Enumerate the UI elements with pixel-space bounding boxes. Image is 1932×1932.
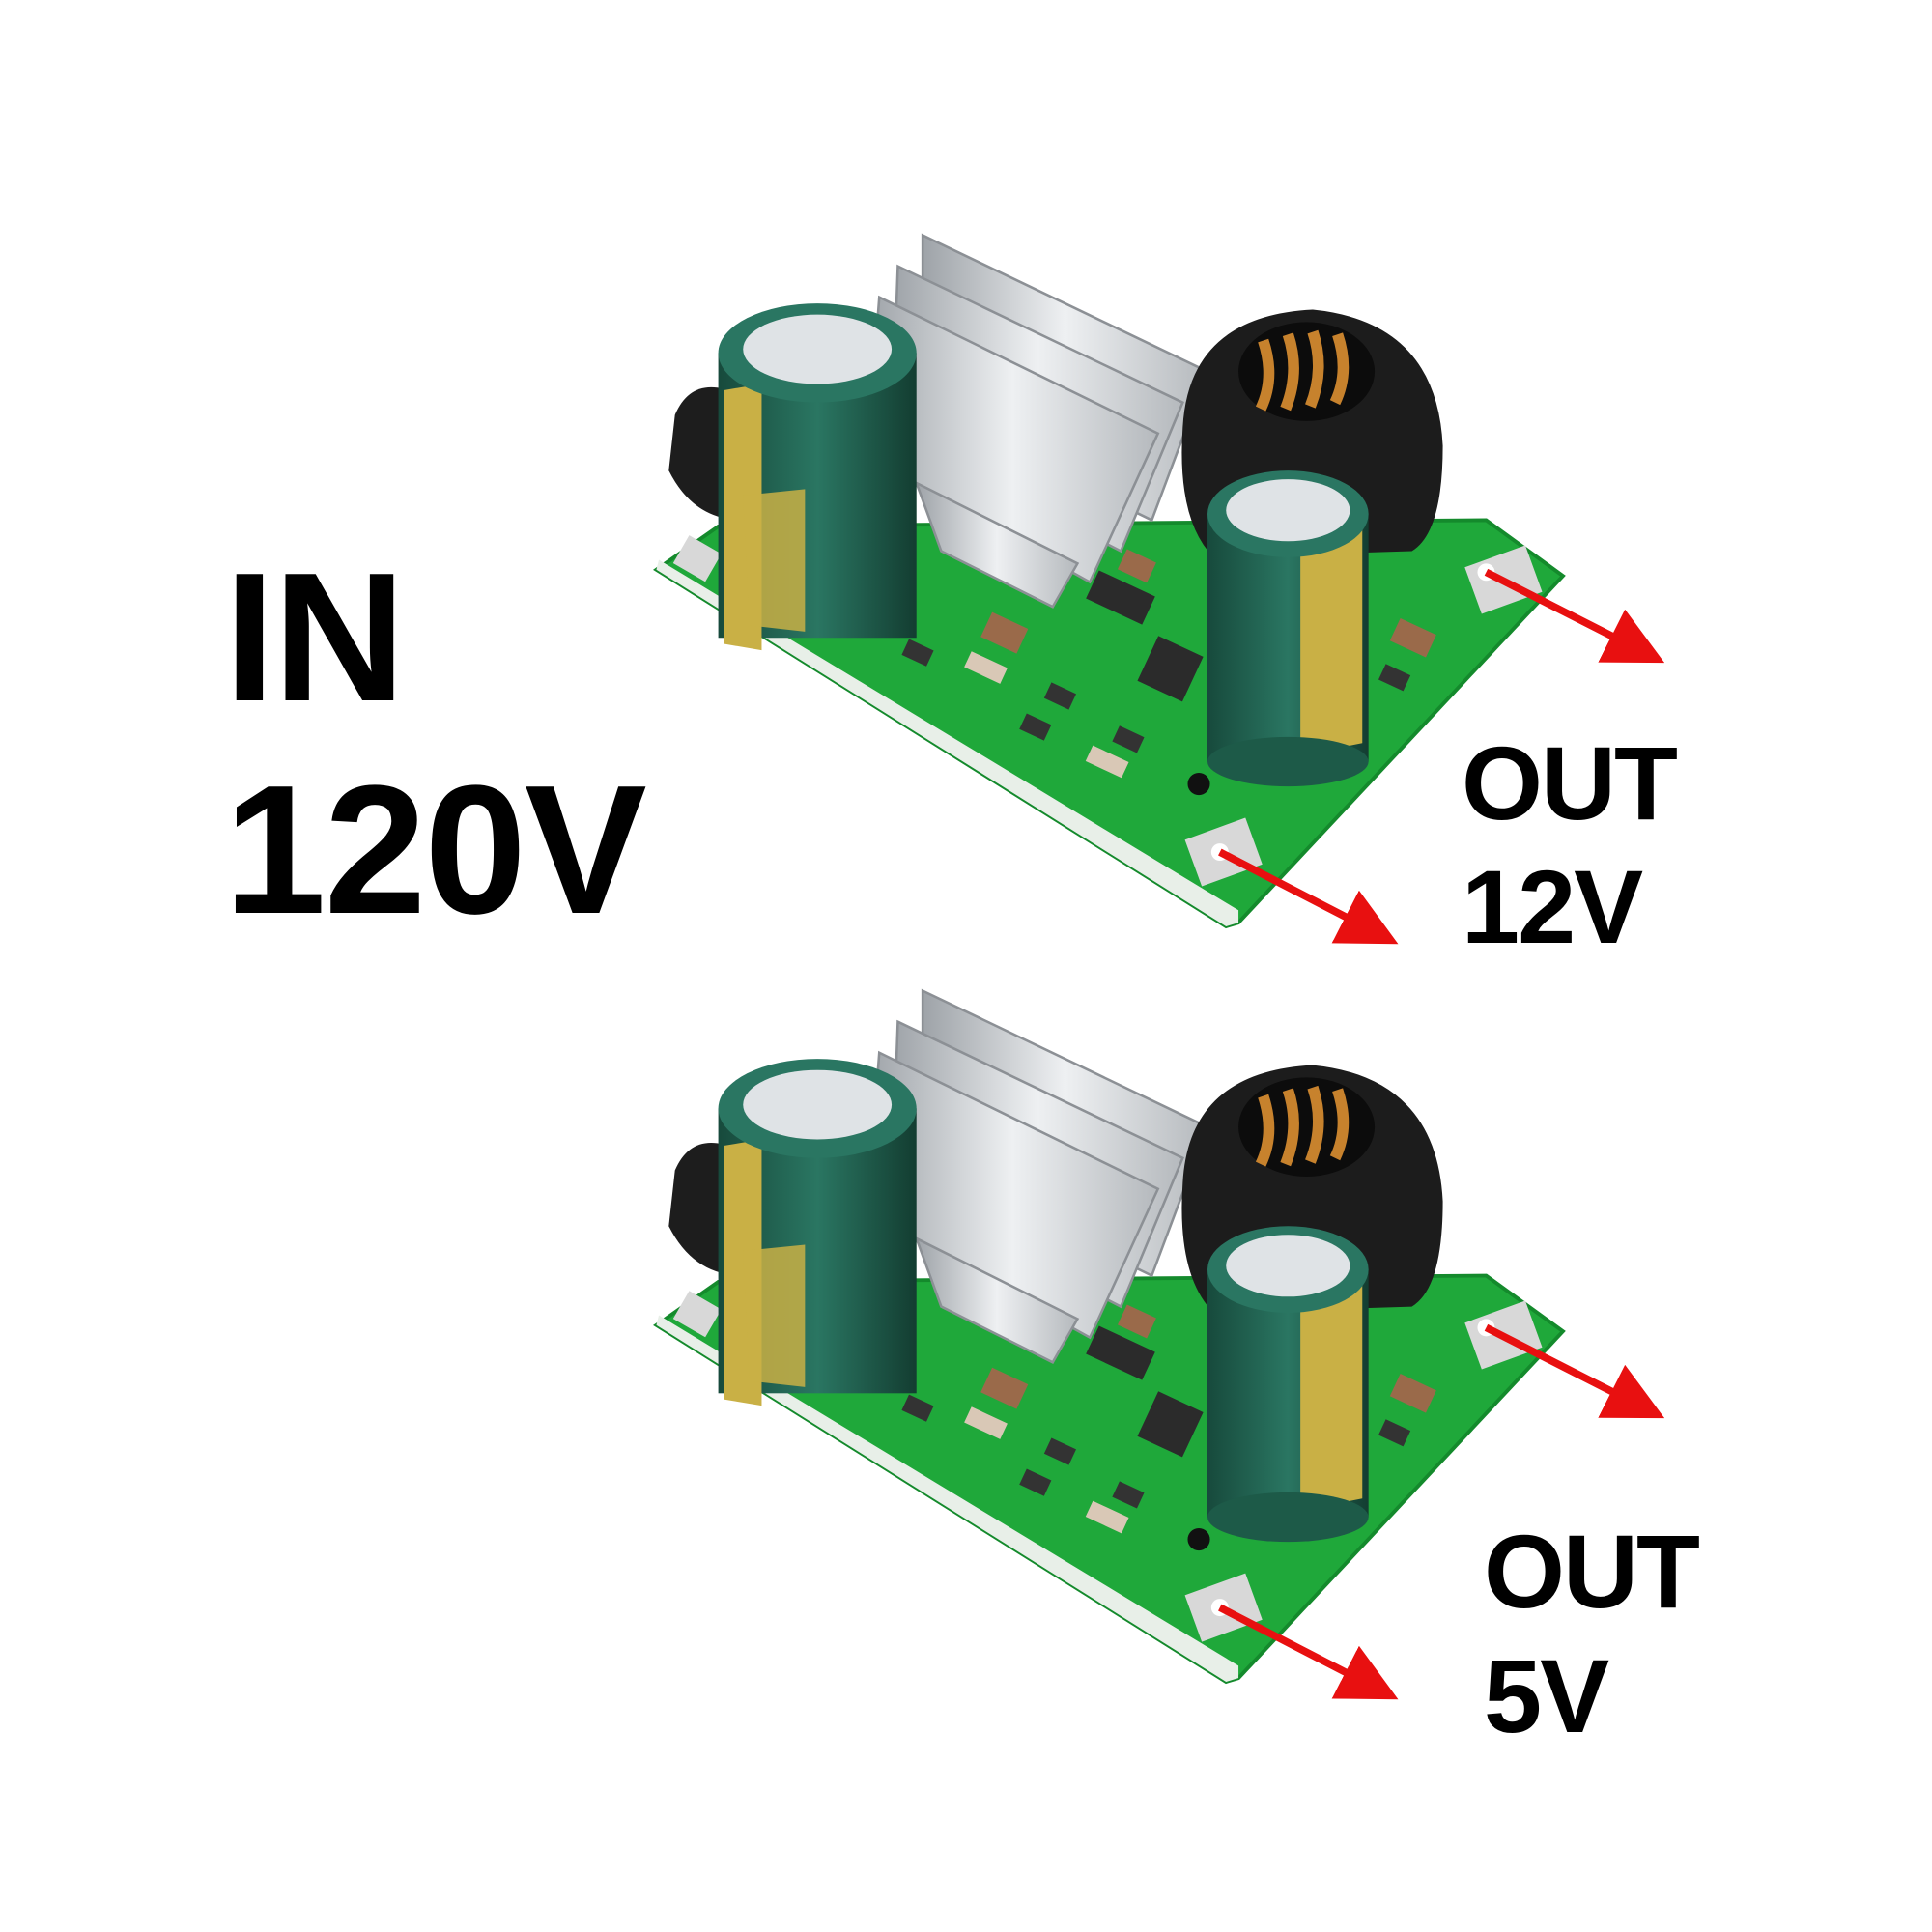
input-voltage: 120V: [224, 748, 647, 952]
output-voltage-bottom: 5V: [1484, 1637, 1609, 1754]
arrow-out-plus-top: [1484, 568, 1665, 664]
output-voltage-top: 12V: [1462, 848, 1643, 965]
module-board-top: [656, 236, 1562, 926]
arrow-out-minus-bottom: [1218, 1604, 1399, 1700]
output-label-bottom: OUT: [1484, 1513, 1700, 1630]
arrow-out-minus-top: [1218, 848, 1399, 945]
output-label-top: OUT: [1462, 724, 1678, 841]
arrow-out-plus-bottom: [1484, 1323, 1665, 1419]
input-label: IN: [224, 535, 406, 740]
module-board-bottom: [656, 991, 1562, 1682]
